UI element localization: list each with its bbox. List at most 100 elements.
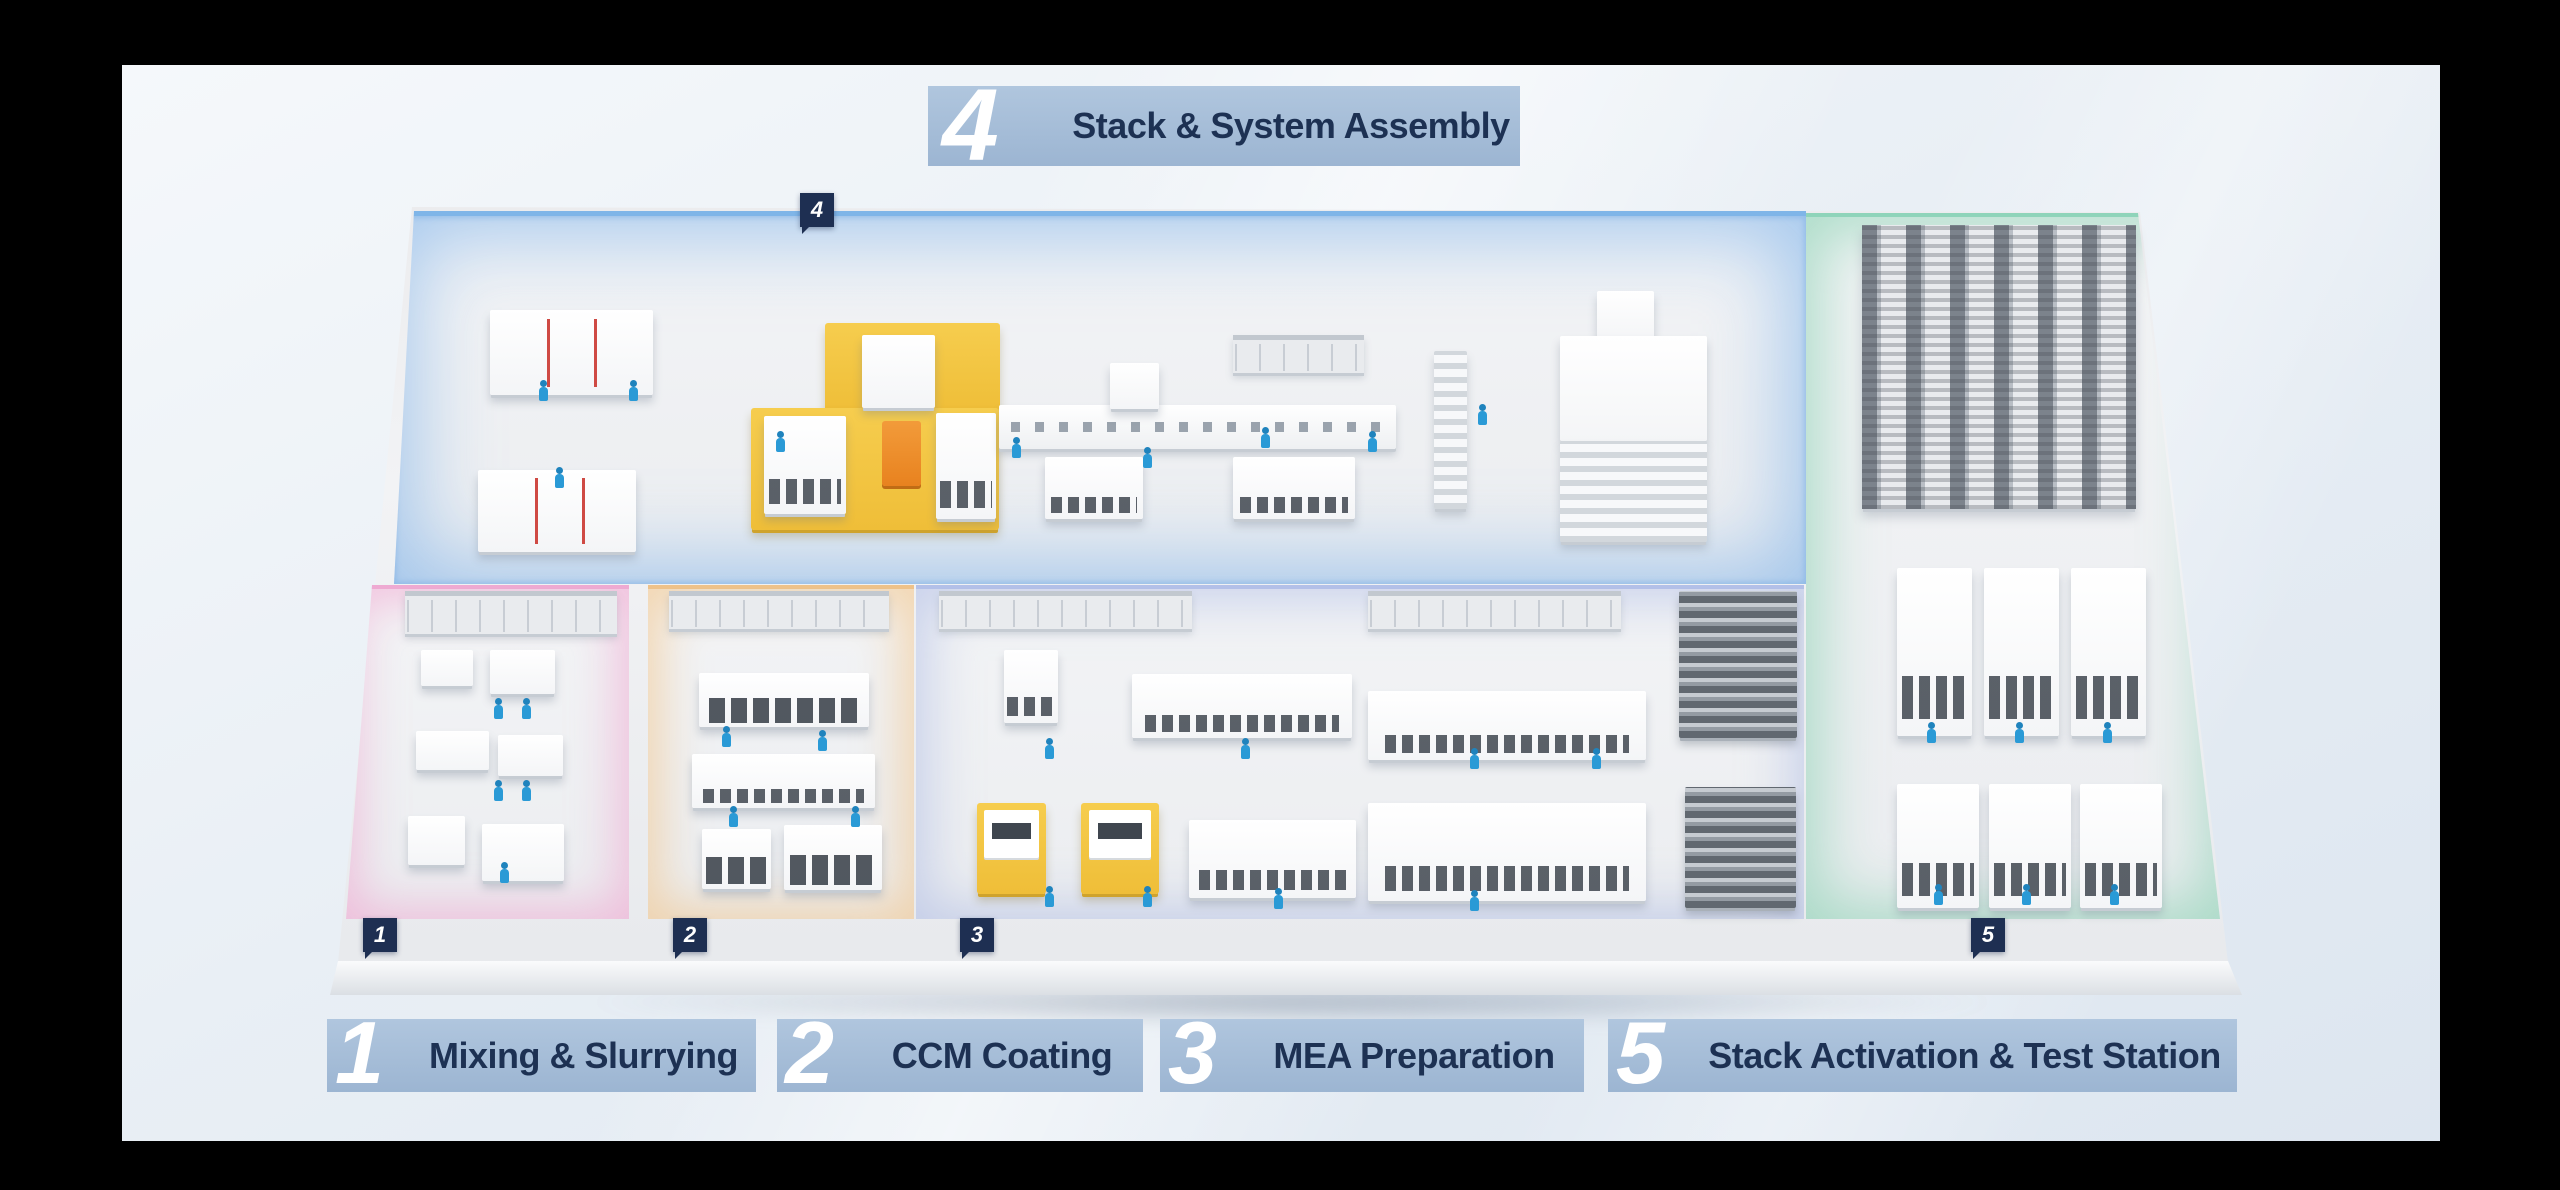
mea-line: [1189, 820, 1356, 898]
worker-figure: [500, 862, 509, 883]
worker-figure: [2015, 722, 2024, 743]
worker-figure: [2110, 884, 2119, 905]
worker-figure: [851, 806, 860, 827]
activation-station: [1897, 784, 1979, 908]
mixing-bench: [408, 816, 465, 865]
coating-bench: [692, 754, 875, 808]
conveyor-station: [1045, 457, 1143, 519]
stack-storage-racks: [1862, 225, 2136, 509]
legend-label: MEA Preparation: [1273, 1034, 1555, 1076]
zone-mea-preparation: [916, 585, 1804, 919]
mea-line: [1368, 691, 1646, 760]
test-station: [1984, 568, 2059, 736]
marker-number: 2: [683, 922, 697, 947]
test-station: [1897, 568, 1972, 736]
legend-item-mea-preparation: 3 MEA Preparation: [1160, 1009, 1584, 1097]
machine-cabinet-row: [478, 470, 636, 552]
machine-cabinet-row: [490, 310, 653, 395]
worker-figure: [1241, 738, 1250, 759]
assembly-machine: [862, 335, 935, 408]
worker-figure: [1045, 738, 1054, 759]
mea-line: [1368, 803, 1646, 901]
marker-zone-4: 4: [800, 193, 834, 234]
legend-item-stack-activation-test: 5 Stack Activation & Test Station: [1608, 1009, 2237, 1097]
mea-line: [1132, 674, 1352, 738]
worker-figure: [1927, 722, 1936, 743]
legend-item-mixing-slurrying: 1 Mixing & Slurrying: [327, 1009, 756, 1097]
storage-shelf: [939, 591, 1192, 629]
worker-figure: [1045, 886, 1054, 907]
marker-number: 1: [373, 922, 387, 947]
storage-shelf: [405, 591, 617, 634]
worker-figure: [729, 806, 738, 827]
worker-figure: [776, 431, 785, 452]
worker-figure: [522, 780, 531, 801]
coating-machine: [702, 829, 771, 889]
zone4-title-banner: 4 Stack & System Assembly: [928, 74, 1520, 176]
marker-zone-2: 2: [673, 918, 707, 959]
legend-number: 2: [785, 1003, 834, 1102]
marker-number: 3: [970, 922, 984, 947]
robot-arm: [882, 421, 921, 486]
marker-zone-1: 1: [363, 918, 397, 959]
worker-figure: [1592, 748, 1601, 769]
legend-label: Mixing & Slurrying: [428, 1034, 739, 1076]
worker-figure: [1478, 404, 1487, 425]
mixing-bench: [482, 824, 564, 881]
conveyor-station: [1233, 457, 1355, 519]
worker-figure: [494, 698, 503, 719]
coating-bench: [699, 673, 869, 727]
marker-zone-5: 5: [1971, 918, 2005, 959]
worker-figure: [1368, 431, 1377, 452]
yellow-press-station: [977, 803, 1046, 894]
mixing-bench: [416, 731, 489, 770]
worker-figure: [1934, 884, 1943, 905]
equipment-layer: [122, 65, 2440, 1141]
coating-machine: [784, 825, 882, 890]
legend-label: CCM Coating: [891, 1034, 1113, 1076]
marker-zone-3: 3: [960, 918, 994, 959]
yellow-press-station: [1081, 803, 1159, 894]
drying-rack: [1685, 787, 1796, 908]
mixing-bench: [498, 735, 563, 776]
worker-figure: [722, 726, 731, 747]
assembly-machine: [936, 413, 996, 519]
worker-figure: [1261, 427, 1270, 448]
drying-rack: [1679, 591, 1797, 738]
legend-number: 3: [1168, 1003, 1217, 1102]
test-station: [2071, 568, 2146, 736]
assembly-machine: [764, 416, 846, 514]
worker-figure: [1143, 886, 1152, 907]
legend-item-ccm-coating: 2 CCM Coating: [777, 1009, 1143, 1097]
worker-figure: [555, 467, 564, 488]
worker-figure: [539, 380, 548, 401]
conveyor-line: [999, 405, 1396, 449]
stack-press-body: [1560, 336, 1707, 441]
worker-figure: [1143, 447, 1152, 468]
marker-number: 4: [810, 197, 824, 222]
activation-station: [1989, 784, 2071, 908]
zone4-banner-number: 4: [942, 68, 999, 182]
worker-figure: [818, 730, 827, 751]
legend-number: 1: [335, 1003, 384, 1102]
platform-front-face: [330, 961, 2242, 995]
stack-press-top: [1597, 291, 1654, 340]
stack-tray-pile: [1560, 441, 1707, 542]
tall-rack: [1434, 351, 1467, 509]
mixing-bench: [421, 650, 473, 686]
legend-label: Stack Activation & Test Station: [1708, 1034, 2221, 1076]
prep-station: [1004, 650, 1058, 723]
storage-shelf: [1233, 335, 1364, 373]
factory-diagram-canvas: 4 Stack & System Assembly: [122, 65, 2440, 1141]
worker-figure: [1470, 748, 1479, 769]
mixing-bench: [490, 650, 555, 694]
activation-station: [2080, 784, 2162, 908]
worker-figure: [522, 698, 531, 719]
storage-shelf: [669, 591, 889, 629]
machine-box: [1110, 363, 1159, 409]
worker-figure: [629, 380, 638, 401]
marker-number: 5: [1981, 922, 1995, 947]
worker-figure: [1012, 437, 1021, 458]
legend-number: 5: [1616, 1003, 1665, 1102]
